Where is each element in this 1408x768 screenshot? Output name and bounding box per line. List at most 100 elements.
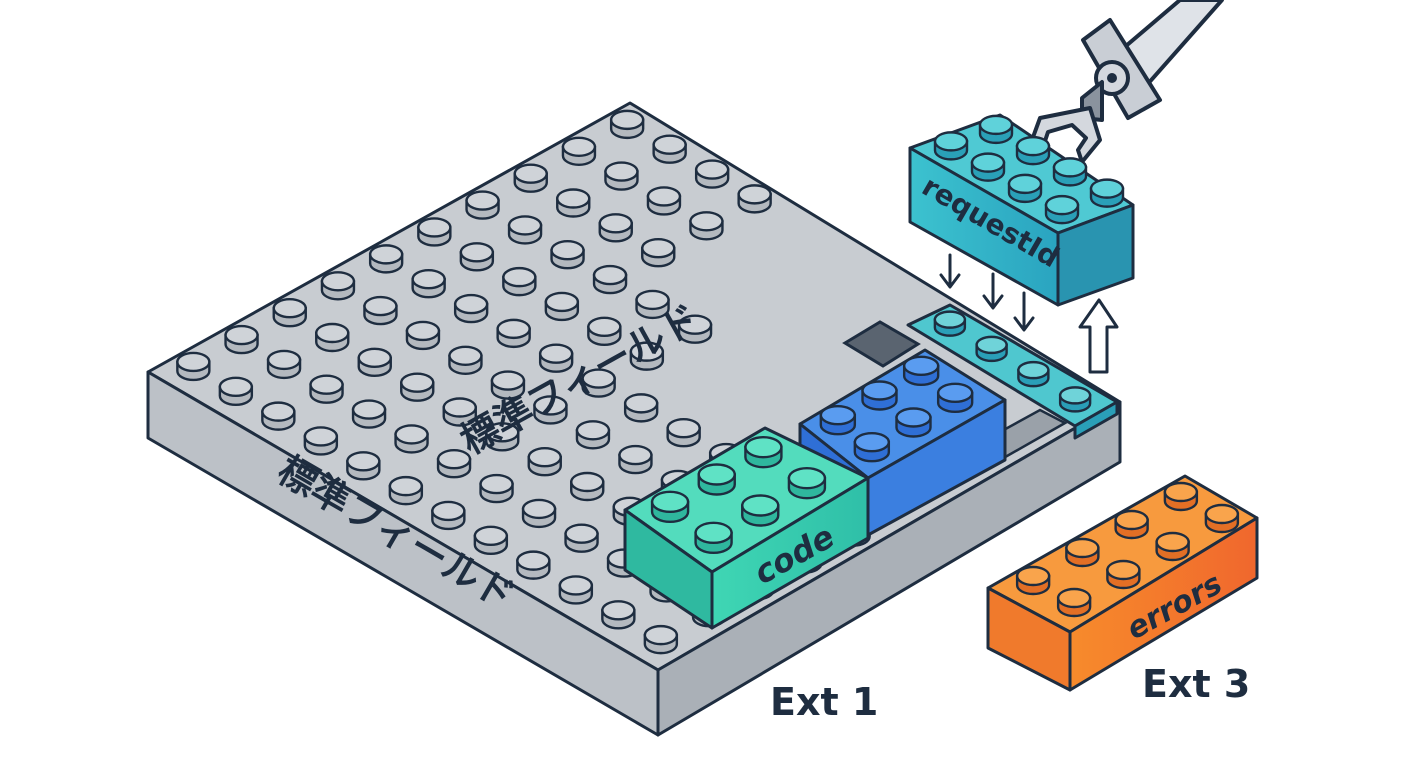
stud [453,293,489,324]
stud [1114,509,1149,540]
stud [629,341,665,371]
stud [933,310,967,337]
stud [431,500,466,531]
stud [473,525,509,555]
stud [895,407,932,438]
green-brick-studs [650,435,827,555]
stud [513,163,548,193]
stud [587,316,622,346]
stud [598,213,633,243]
stud [694,159,730,189]
teal-brick-studs [933,114,1125,225]
stud [623,393,659,423]
stud [261,401,296,431]
stud [819,404,857,436]
teal-brick-side [1056,203,1135,307]
stud [1007,173,1043,204]
stud [309,374,344,404]
stud [1065,537,1100,568]
stud [507,215,543,245]
stud [442,397,477,427]
stud [459,242,495,272]
stud [697,463,736,496]
stud [521,498,557,529]
down-arrow-icon [939,253,961,289]
orange-brick-side [1068,516,1259,692]
stud [368,244,404,274]
stud [575,420,611,450]
stud [694,521,733,555]
stud [604,161,639,191]
empty-socket [842,320,921,368]
stud [272,297,307,328]
stud [561,136,597,166]
stud [448,345,483,375]
stud [1056,587,1092,618]
stud [744,435,783,469]
stud [1015,565,1051,596]
stud [650,490,690,524]
stud [1204,503,1240,534]
stud [641,237,676,268]
stud [737,184,772,214]
stud [975,335,1008,363]
stud [1052,157,1088,187]
stud [581,368,616,398]
stud [351,399,387,429]
stud [936,382,974,414]
stud [643,624,679,655]
blue-brick-studs [819,355,974,463]
stud [635,289,670,320]
stud [303,426,339,456]
caption-ext1: Ext 1 [770,680,878,724]
green-brick-side [710,476,870,630]
stud [618,444,653,475]
stud [853,431,891,463]
stud [176,351,211,382]
stud [465,190,500,220]
stud [218,376,254,406]
stud [570,471,605,502]
stud [394,424,429,454]
stud [556,188,591,218]
stud [550,240,585,270]
stud [1058,386,1092,413]
orange-brick [986,474,1259,692]
stud [666,418,701,448]
stud [970,152,1006,182]
stud [533,395,568,425]
stud [741,494,780,527]
stud [652,134,687,164]
down-arrow-icon [1013,291,1035,332]
stud [411,269,446,299]
stud [479,473,514,504]
stud [1106,559,1141,590]
stud [388,475,424,506]
stud [861,380,898,411]
stud [1155,531,1190,562]
stud [527,446,562,477]
stud [902,355,940,387]
stud [516,550,551,580]
baseplate-right-side [656,400,1122,737]
stud [787,466,827,500]
orange-brick-studs [1015,481,1240,618]
stud [485,422,520,452]
stud [689,211,724,241]
stud [538,343,574,373]
stud [417,217,452,247]
stud [564,523,599,553]
stud [266,349,302,380]
stud [646,186,682,216]
insert-arrows [939,253,1119,374]
stud [592,264,628,295]
stud [677,314,713,344]
stud [496,318,531,349]
stud [978,114,1014,145]
stud [558,575,594,605]
stud [436,449,472,479]
down-arrow-icon [982,272,1004,310]
stud [405,320,441,351]
stud [609,109,645,140]
stud [357,347,392,378]
